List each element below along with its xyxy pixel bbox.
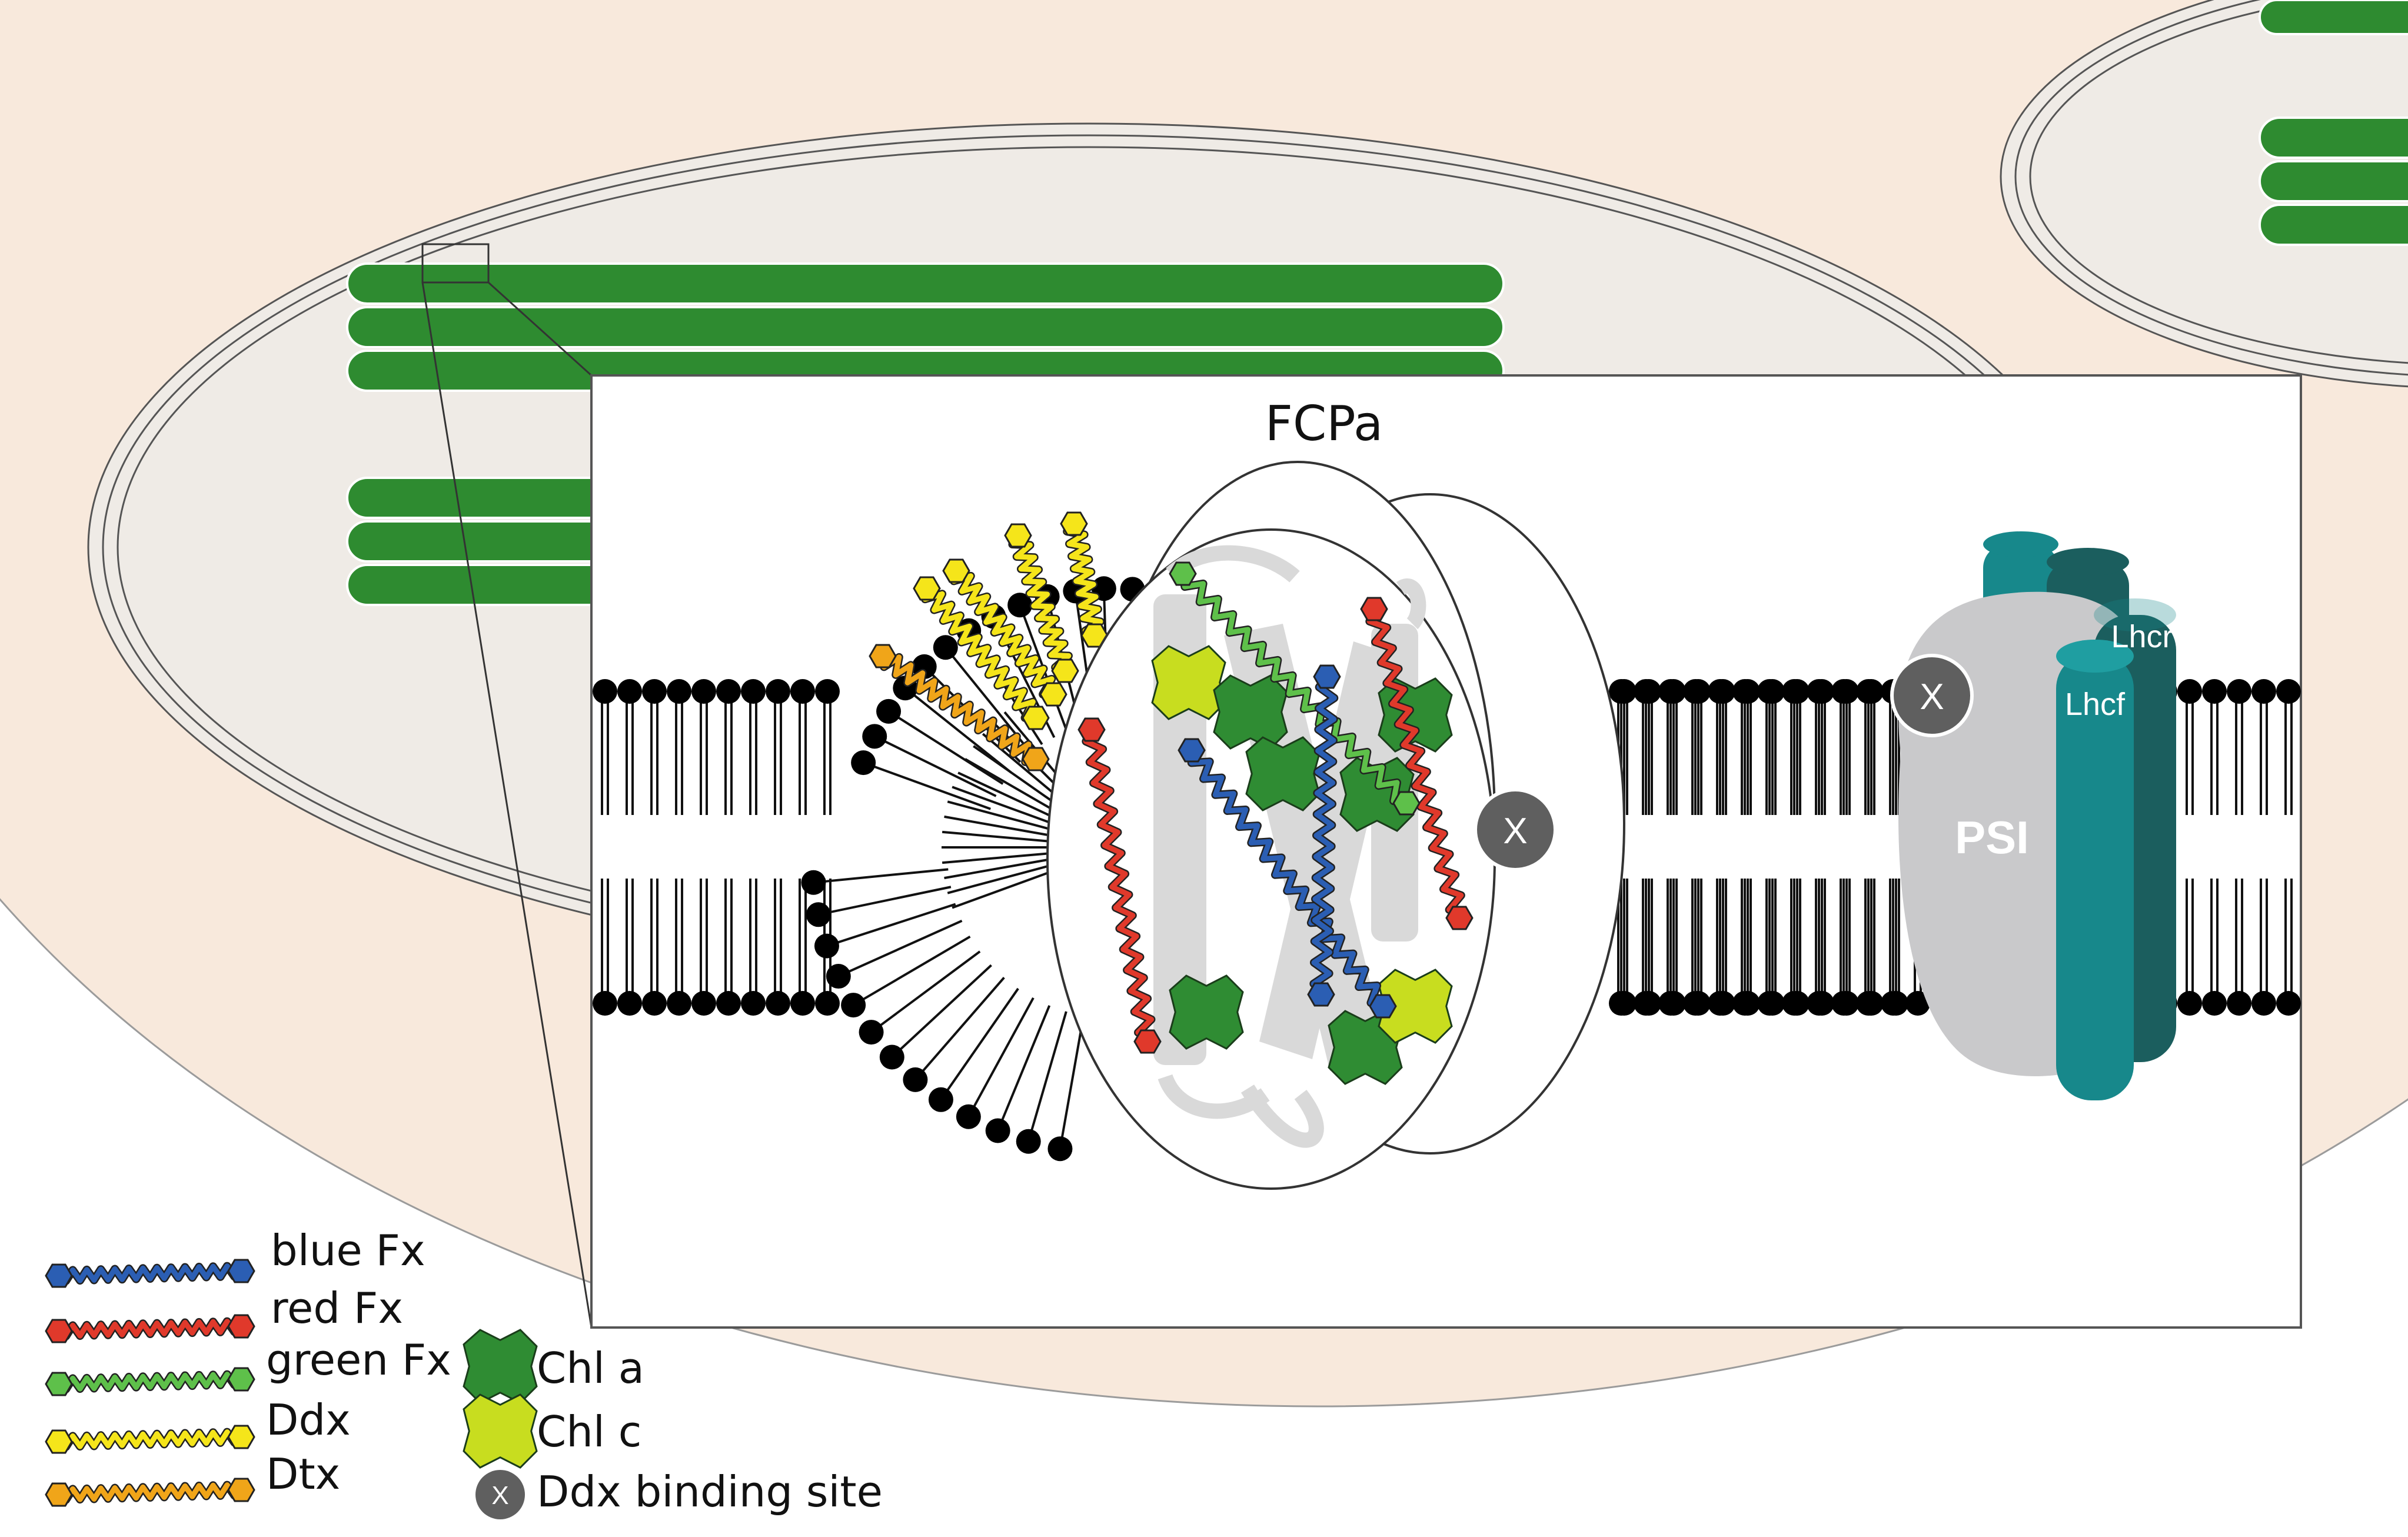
ddx-binding-site-psi: X <box>1890 654 1974 737</box>
bulge-xanthophylls <box>869 511 1109 771</box>
zoom-indicator <box>421 243 593 1328</box>
svg-text:X: X <box>1503 811 1527 851</box>
lipid-bilayer-left <box>593 679 840 1016</box>
fcpa-pigments <box>1151 645 1453 1085</box>
psi-complex: PSI Lhcr Lhcf X <box>1890 531 2176 1100</box>
lhcr-label: Lhcr <box>2111 619 2173 654</box>
thylakoid-stack-right <box>2259 0 2408 246</box>
legend-item-red-fx: red Fx <box>271 1283 403 1333</box>
legend-swatches: X <box>45 1259 538 1519</box>
legend-item-chl-a: Chl a <box>537 1343 644 1393</box>
legend-item-ddx-binding-site: Ddx binding site <box>537 1467 883 1516</box>
legend-item-dtx: Dtx <box>266 1449 341 1499</box>
panel-title: FCPa <box>1265 396 1383 452</box>
legend: blue Fx red Fx green Fx Ddx Dtx Chl a Ch… <box>35 1224 918 1530</box>
legend-item-blue-fx: blue Fx <box>271 1226 425 1275</box>
legend-item-chl-c: Chl c <box>537 1407 642 1456</box>
fcpa-carotenoids <box>1077 561 1474 1054</box>
legend-item-green-fx: green Fx <box>266 1335 451 1385</box>
ddx-binding-site-fcpa: X <box>1474 788 1557 871</box>
svg-text:X: X <box>1920 677 1944 717</box>
svg-text:X: X <box>491 1481 508 1510</box>
legend-item-ddx: Ddx <box>266 1395 351 1445</box>
chloroplast-right <box>2000 0 2408 388</box>
thylakoid-stack-upper <box>346 262 1505 392</box>
lipid-bilayer-middle <box>1612 679 1908 1016</box>
lhcf-label: Lhcf <box>2065 687 2126 722</box>
psi-label: PSI <box>1955 811 2029 863</box>
